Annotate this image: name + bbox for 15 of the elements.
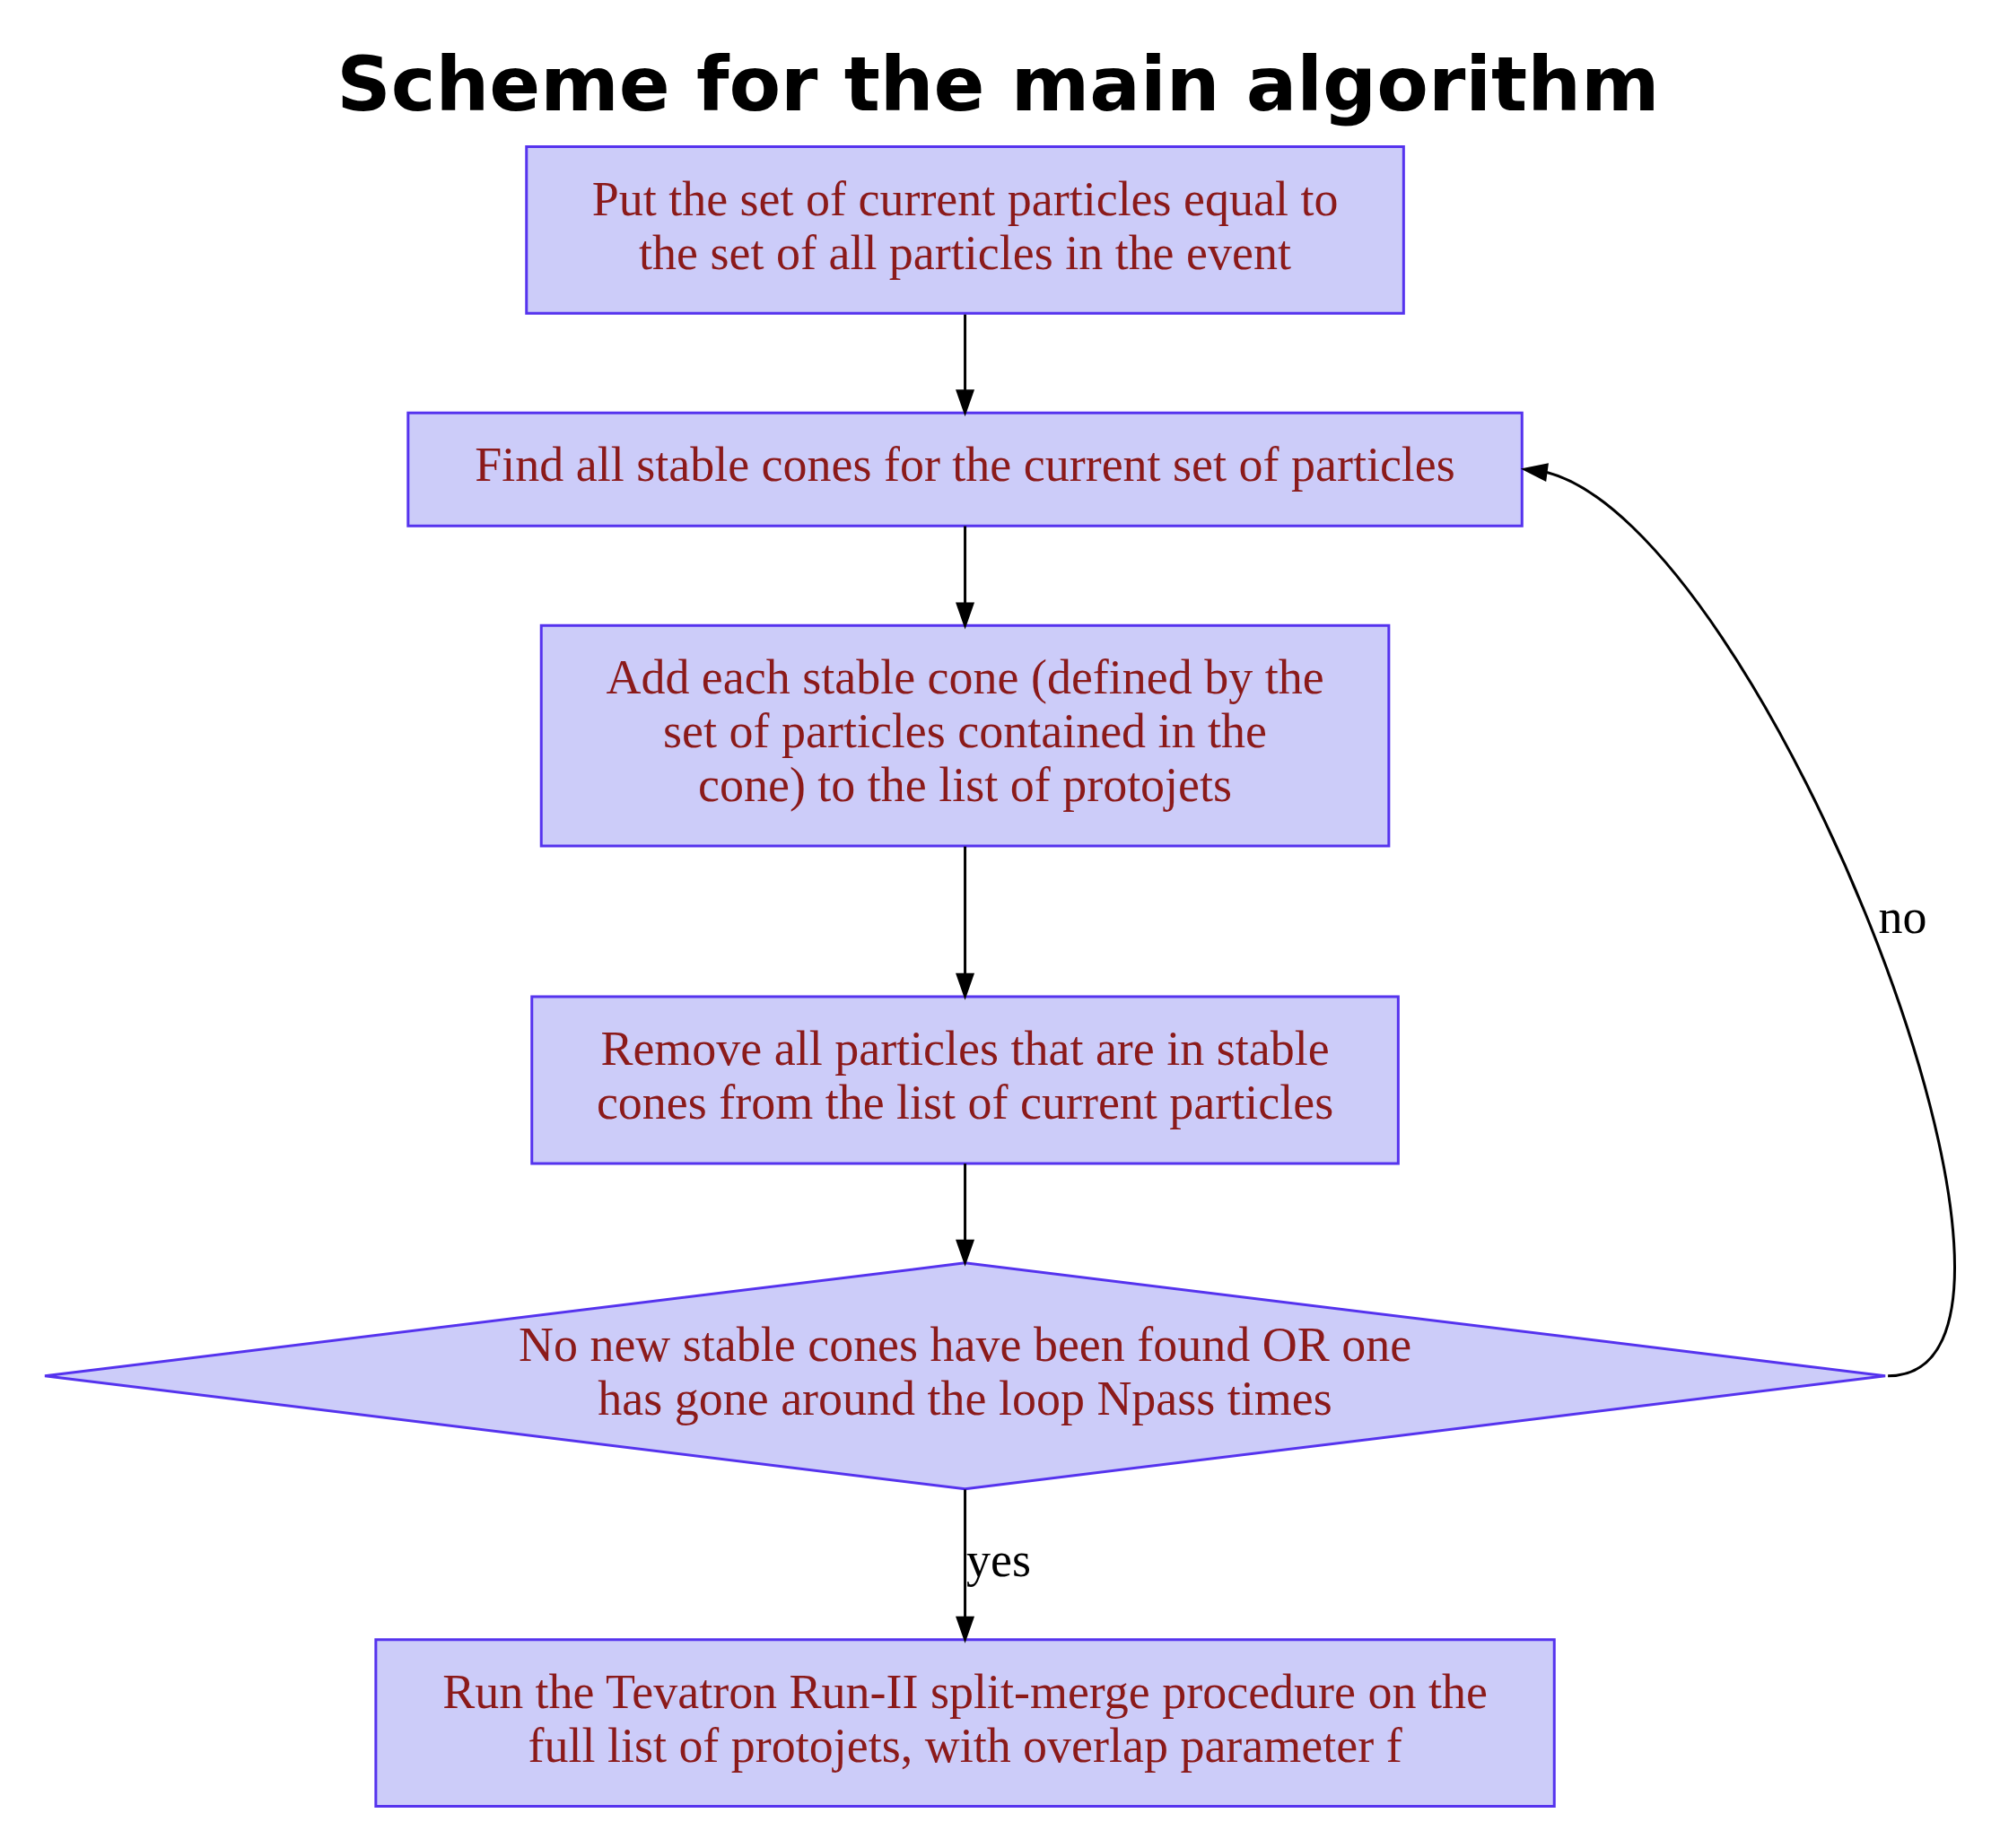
node-box: Run the Tevatron Run-II split-merge procedure on the full list of protojets, with overlap parameter f — [374, 1638, 1556, 1809]
node-box: Put the set of current particles equal to the set of all particles in the event — [525, 144, 1405, 315]
node-box: Add each stable cone (defined by the set of particles contained in the cone) to the list of protojets — [539, 623, 1391, 848]
node-box: Remove all particles that are in stable cones from the list of current particles — [530, 995, 1400, 1165]
node-diamond: No new stable cones have been found OR one has gone around the loop Npass times — [43, 1261, 1887, 1491]
arrow — [1520, 463, 1955, 1378]
diagram-title: Scheme for the main algorithm — [336, 39, 1660, 128]
arrow — [956, 1164, 975, 1267]
arrow — [956, 846, 975, 1000]
arrow — [956, 526, 975, 630]
arrow — [956, 1489, 975, 1643]
edge-label: yes — [966, 1532, 1032, 1587]
node-box: Find all stable cones for the current set of particles — [406, 411, 1524, 527]
arrow — [956, 314, 975, 417]
edge-label: no — [1878, 890, 1927, 945]
